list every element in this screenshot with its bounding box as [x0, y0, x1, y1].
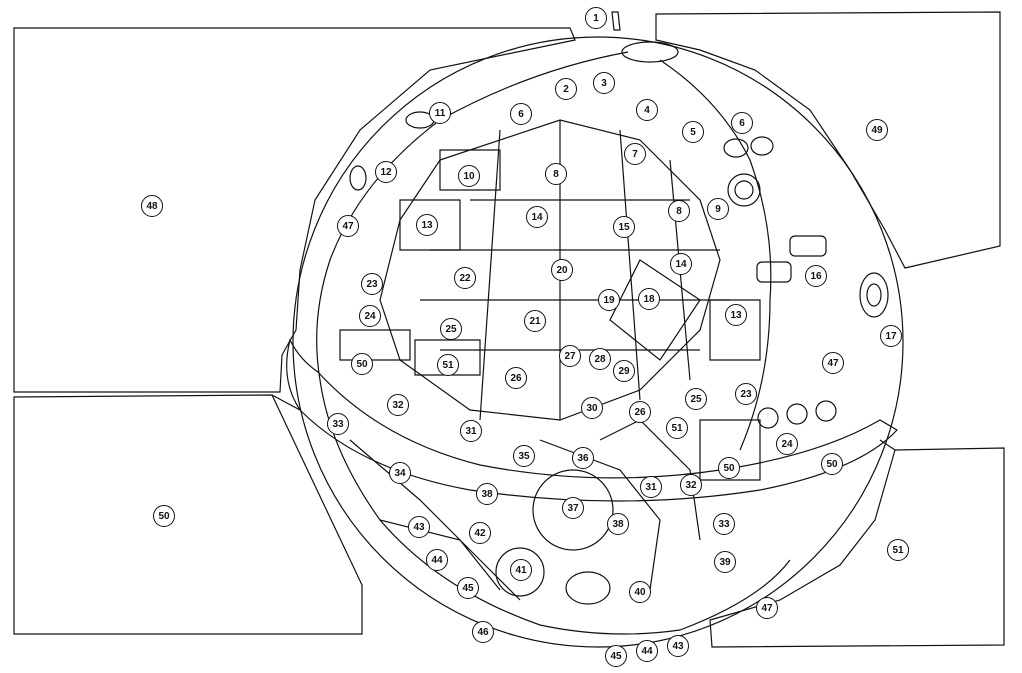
callout-14a: 14 — [526, 206, 548, 228]
callout-33b: 33 — [713, 513, 735, 535]
hatch-16b — [756, 261, 792, 283]
shell-panel-49 — [655, 11, 1001, 269]
callout-12: 12 — [375, 161, 397, 183]
callout-6b: 6 — [731, 112, 753, 134]
callout-51a: 51 — [437, 354, 459, 376]
tank-37 — [532, 469, 614, 551]
callout-8a: 8 — [545, 163, 567, 185]
top-hatch — [621, 41, 679, 63]
callout-37: 37 — [562, 497, 584, 519]
callout-30: 30 — [581, 397, 603, 419]
callout-42: 42 — [469, 522, 491, 544]
callout-26a: 26 — [505, 367, 527, 389]
callout-24a: 24 — [359, 305, 381, 327]
callout-13a: 13 — [416, 214, 438, 236]
callout-39: 39 — [714, 551, 736, 573]
callout-48: 48 — [141, 195, 163, 217]
callout-3: 3 — [593, 72, 615, 94]
callout-45a: 45 — [457, 577, 479, 599]
callout-23a: 23 — [361, 273, 383, 295]
callout-46: 46 — [472, 621, 494, 643]
shell-panel-50 — [13, 394, 363, 635]
dome-9 — [727, 173, 761, 207]
porthole-17 — [859, 272, 889, 318]
callout-45b: 45 — [605, 645, 627, 667]
callout-2: 2 — [555, 78, 577, 100]
callout-1: 1 — [585, 7, 607, 29]
callout-25b: 25 — [685, 388, 707, 410]
callout-47a: 47 — [337, 215, 359, 237]
callout-20: 20 — [551, 259, 573, 281]
callout-28: 28 — [589, 348, 611, 370]
callout-44a: 44 — [426, 549, 448, 571]
callout-43b: 43 — [667, 635, 689, 657]
callout-19: 19 — [598, 289, 620, 311]
callout-31b: 31 — [640, 476, 662, 498]
callout-47b: 47 — [822, 352, 844, 374]
callout-9: 9 — [707, 198, 729, 220]
callout-26b: 26 — [629, 401, 651, 423]
callout-34: 34 — [389, 462, 411, 484]
callout-16: 16 — [805, 265, 827, 287]
callout-23b: 23 — [735, 383, 757, 405]
callout-7: 7 — [624, 143, 646, 165]
callout-50d: 50 — [153, 505, 175, 527]
callout-17: 17 — [880, 325, 902, 347]
callout-24b: 24 — [776, 433, 798, 455]
shell-panel-51 — [709, 447, 1005, 648]
callout-31a: 31 — [460, 420, 482, 442]
callout-22: 22 — [454, 267, 476, 289]
callout-41: 41 — [510, 559, 532, 581]
callout-5: 5 — [682, 121, 704, 143]
callout-13b: 13 — [725, 304, 747, 326]
callout-40: 40 — [629, 581, 651, 603]
callout-50b: 50 — [718, 457, 740, 479]
cutaway-edge-right — [659, 59, 772, 451]
top-spire — [611, 11, 621, 31]
callout-8b: 8 — [668, 200, 690, 222]
callout-36: 36 — [572, 447, 594, 469]
callout-21: 21 — [524, 310, 546, 332]
callout-49: 49 — [866, 119, 888, 141]
callout-50a: 50 — [351, 353, 373, 375]
callout-35: 35 — [513, 445, 535, 467]
sphere-outline — [292, 36, 904, 648]
callout-15: 15 — [613, 216, 635, 238]
callout-51b: 51 — [666, 417, 688, 439]
callout-29: 29 — [613, 360, 635, 382]
callout-32b: 32 — [680, 474, 702, 496]
callout-38b: 38 — [607, 513, 629, 535]
callout-25a: 25 — [440, 318, 462, 340]
callout-27: 27 — [559, 345, 581, 367]
tank-41 — [495, 547, 545, 597]
callout-43a: 43 — [408, 516, 430, 538]
callout-10: 10 — [458, 165, 480, 187]
cutaway-edge — [316, 51, 791, 635]
callout-4: 4 — [636, 99, 658, 121]
shell-panel-48 — [13, 27, 576, 393]
hatch-16a — [789, 235, 827, 257]
callout-32a: 32 — [387, 394, 409, 416]
callout-38a: 38 — [476, 483, 498, 505]
callout-11: 11 — [429, 102, 451, 124]
callout-51c: 51 — [887, 539, 909, 561]
callout-44b: 44 — [636, 640, 658, 662]
callout-47c: 47 — [756, 597, 778, 619]
callout-50c: 50 — [821, 453, 843, 475]
callout-18: 18 — [638, 288, 660, 310]
callout-33a: 33 — [327, 413, 349, 435]
callout-14b: 14 — [670, 253, 692, 275]
callout-6a: 6 — [510, 103, 532, 125]
